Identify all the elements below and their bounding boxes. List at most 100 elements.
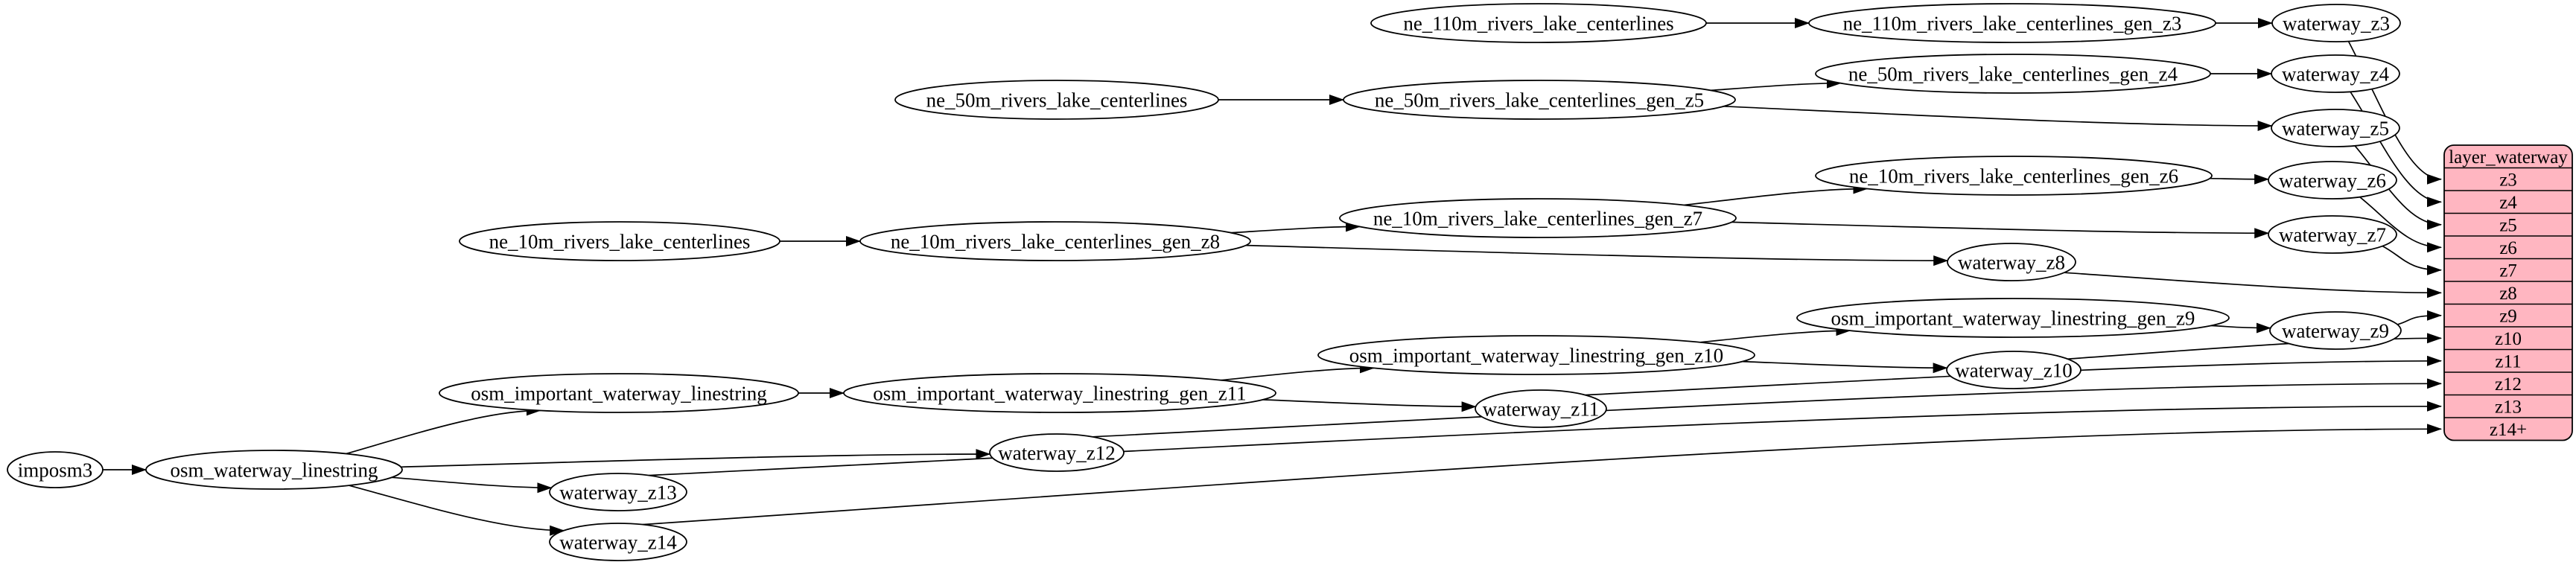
node-waterway_z13: waterway_z13 [549,473,687,511]
edge-osm_waterway_linestring-to-waterway_z14 [349,485,565,536]
edge-osm_important_waterway_linestring_gen_z10-to-osm_important_waterway_linestring_gen_z9 [1699,325,1851,343]
node-label-osm_important_waterway_linestring_gen_z10: osm_important_waterway_linestring_gen_z1… [1349,344,1723,366]
node-label-waterway_z8: waterway_z8 [1958,251,2065,273]
node-label-imposm3: imposm3 [18,459,93,481]
node-waterway_z11: waterway_z11 [1475,389,1607,428]
node-waterway_z4: waterway_z4 [2271,54,2400,93]
node-label-ne_50m_rivers_lake_centerlines_gen_z5: ne_50m_rivers_lake_centerlines_gen_z5 [1375,89,1704,111]
node-label-waterway_z7: waterway_z7 [2279,223,2386,246]
node-ne_110m_rivers_lake_centerlines_gen_z3: ne_110m_rivers_lake_centerlines_gen_z3 [1808,3,2216,43]
node-ellipse-ne_10m_rivers_lake_centerlines_gen_z7 [1339,198,1737,238]
edge-osm_important_waterway_linestring_gen_z11-to-osm_important_waterway_linestring_gen_z10 [1221,363,1375,381]
node-label-ne_110m_rivers_lake_centerlines: ne_110m_rivers_lake_centerlines [1403,12,1673,34]
node-ellipse-ne_110m_rivers_lake_centerlines_gen_z3 [1808,3,2216,43]
node-ellipse-osm_important_waterway_linestring [439,373,799,413]
edge-waterway_z8-to-layer-waterway-z8 [2064,272,2442,299]
node-ne_50m_rivers_lake_centerlines: ne_50m_rivers_lake_centerlines [894,80,1219,120]
node-label-osm_important_waterway_linestring_gen_z11: osm_important_waterway_linestring_gen_z1… [873,382,1246,404]
table-row-z6: z6 [2499,238,2517,258]
edge-ne_10m_rivers_lake_centerlines_gen_z7-to-ne_10m_rivers_lake_centerlines_gen_z6 [1684,183,1869,206]
node-label-ne_50m_rivers_lake_centerlines_gen_z4: ne_50m_rivers_lake_centerlines_gen_z4 [1848,63,2178,85]
edge-waterway_z13-to-layer-waterway-z13 [649,401,2442,476]
node-osm_important_waterway_linestring_gen_z9: osm_important_waterway_linestring_gen_z9 [1796,298,2230,338]
edge-waterway_z5-to-layer-waterway-z5 [2354,145,2442,230]
node-waterway_z14: waterway_z14 [549,523,687,561]
edge-ne_50m_rivers_lake_centerlines_gen_z5-to-waterway_z5 [1723,105,2273,131]
table-outline [2443,144,2573,441]
node-label-osm_waterway_linestring: osm_waterway_linestring [171,459,378,481]
edge-ne_10m_rivers_lake_centerlines_gen_z8-to-ne_10m_rivers_lake_centerlines_gen_z7 [1230,221,1361,234]
node-label-ne_10m_rivers_lake_centerlines_gen_z8: ne_10m_rivers_lake_centerlines_gen_z8 [891,230,1220,252]
node-ellipse-waterway_z6 [2268,161,2397,200]
node-ellipse-waterway_z3 [2271,4,2401,42]
edge-ne_50m_rivers_lake_centerlines_gen_z5-to-ne_50m_rivers_lake_centerlines_gen_z4 [1710,77,1842,92]
node-ellipse-waterway_z14 [549,523,687,561]
node-imposm3: imposm3 [7,451,104,488]
node-label-osm_important_waterway_linestring: osm_important_waterway_linestring [471,382,766,404]
edges-layer [102,18,2442,536]
node-waterway_z5: waterway_z5 [2271,109,2400,147]
edge-osm_waterway_linestring-to-waterway_z12 [401,449,991,468]
node-ellipse-ne_50m_rivers_lake_centerlines_gen_z4 [1815,54,2211,94]
node-ellipse-imposm3 [7,451,104,488]
node-osm_waterway_linestring: osm_waterway_linestring [145,450,403,490]
node-waterway_z8: waterway_z8 [1947,243,2076,281]
edge-osm_important_waterway_linestring_gen_z9-to-waterway_z9 [2210,322,2271,334]
node-ellipse-waterway_z7 [2268,215,2397,254]
node-ellipse-waterway_z13 [549,473,687,511]
table-row-z10: z10 [2495,329,2522,349]
table-header-layer-waterway: layer_waterway [2449,147,2568,167]
node-label-waterway_z14: waterway_z14 [559,531,677,553]
node-ellipse-waterway_z10 [1946,351,2082,389]
node-label-waterway_z11: waterway_z11 [1483,398,1599,420]
node-ellipse-waterway_z9 [2269,311,2402,350]
node-ne_50m_rivers_lake_centerlines_gen_z4: ne_50m_rivers_lake_centerlines_gen_z4 [1815,54,2211,94]
table-row-z4: z4 [2499,193,2517,213]
node-ellipse-ne_10m_rivers_lake_centerlines_gen_z8 [859,221,1251,261]
node-label-waterway_z5: waterway_z5 [2282,117,2389,139]
node-waterway_z9: waterway_z9 [2269,311,2402,350]
node-label-ne_10m_rivers_lake_centerlines: ne_10m_rivers_lake_centerlines [489,230,751,252]
edge-osm_important_waterway_linestring_gen_z11-to-waterway_z11 [1262,399,1477,412]
table-row-z11: z11 [2495,352,2521,372]
node-ne_10m_rivers_lake_centerlines: ne_10m_rivers_lake_centerlines [459,221,780,261]
table-row-z8: z8 [2499,284,2517,304]
node-ellipse-osm_important_waterway_linestring_gen_z11 [843,373,1276,413]
node-ellipse-waterway_z11 [1475,389,1607,428]
node-label-waterway_z4: waterway_z4 [2282,63,2389,85]
node-ellipse-waterway_z12 [989,433,1125,472]
edge-waterway_z10-to-layer-waterway-z10 [2067,333,2442,360]
edge-osm_waterway_linestring-to-osm_important_waterway_linestring [346,405,541,455]
edge-ne_10m_rivers_lake_centerlines_gen_z7-to-waterway_z7 [1731,221,2270,239]
node-osm_important_waterway_linestring_gen_z11: osm_important_waterway_linestring_gen_z1… [843,373,1276,413]
node-ellipse-osm_important_waterway_linestring_gen_z10 [1317,335,1755,375]
node-ne_10m_rivers_lake_centerlines_gen_z7: ne_10m_rivers_lake_centerlines_gen_z7 [1339,198,1737,238]
node-ne_10m_rivers_lake_centerlines_gen_z6: ne_10m_rivers_lake_centerlines_gen_z6 [1815,156,2213,196]
node-ellipse-ne_10m_rivers_lake_centerlines [459,221,780,261]
node-label-ne_10m_rivers_lake_centerlines_gen_z7: ne_10m_rivers_lake_centerlines_gen_z7 [1373,207,1702,229]
node-osm_important_waterway_linestring: osm_important_waterway_linestring [439,373,799,413]
node-waterway_z10: waterway_z10 [1946,351,2082,389]
node-waterway_z3: waterway_z3 [2271,4,2401,42]
edge-waterway_z9-to-layer-waterway-z9 [2397,310,2442,325]
node-ellipse-ne_50m_rivers_lake_centerlines_gen_z5 [1343,80,1736,120]
node-ellipse-ne_10m_rivers_lake_centerlines_gen_z6 [1815,156,2213,196]
node-ellipse-waterway_z5 [2271,109,2400,147]
table-row-z5: z5 [2499,216,2517,236]
node-ellipse-ne_110m_rivers_lake_centerlines [1370,3,1707,43]
edge-ne_10m_rivers_lake_centerlines_gen_z8-to-waterway_z8 [1245,244,1949,267]
edge-waterway_z12-to-layer-waterway-z12 [1092,378,2442,438]
node-waterway_z12: waterway_z12 [989,433,1125,472]
node-ne_110m_rivers_lake_centerlines: ne_110m_rivers_lake_centerlines [1370,3,1707,43]
table-row-z12: z12 [2495,374,2522,395]
node-osm_important_waterway_linestring_gen_z10: osm_important_waterway_linestring_gen_z1… [1317,335,1755,375]
node-label-waterway_z9: waterway_z9 [2282,319,2389,342]
node-ellipse-waterway_z8 [1947,243,2076,281]
table-row-z7: z7 [2499,261,2517,281]
table-row-z3: z3 [2499,170,2517,191]
table-row-z13: z13 [2495,398,2522,418]
node-label-ne_110m_rivers_lake_centerlines_gen_z3: ne_110m_rivers_lake_centerlines_gen_z3 [1843,12,2182,34]
